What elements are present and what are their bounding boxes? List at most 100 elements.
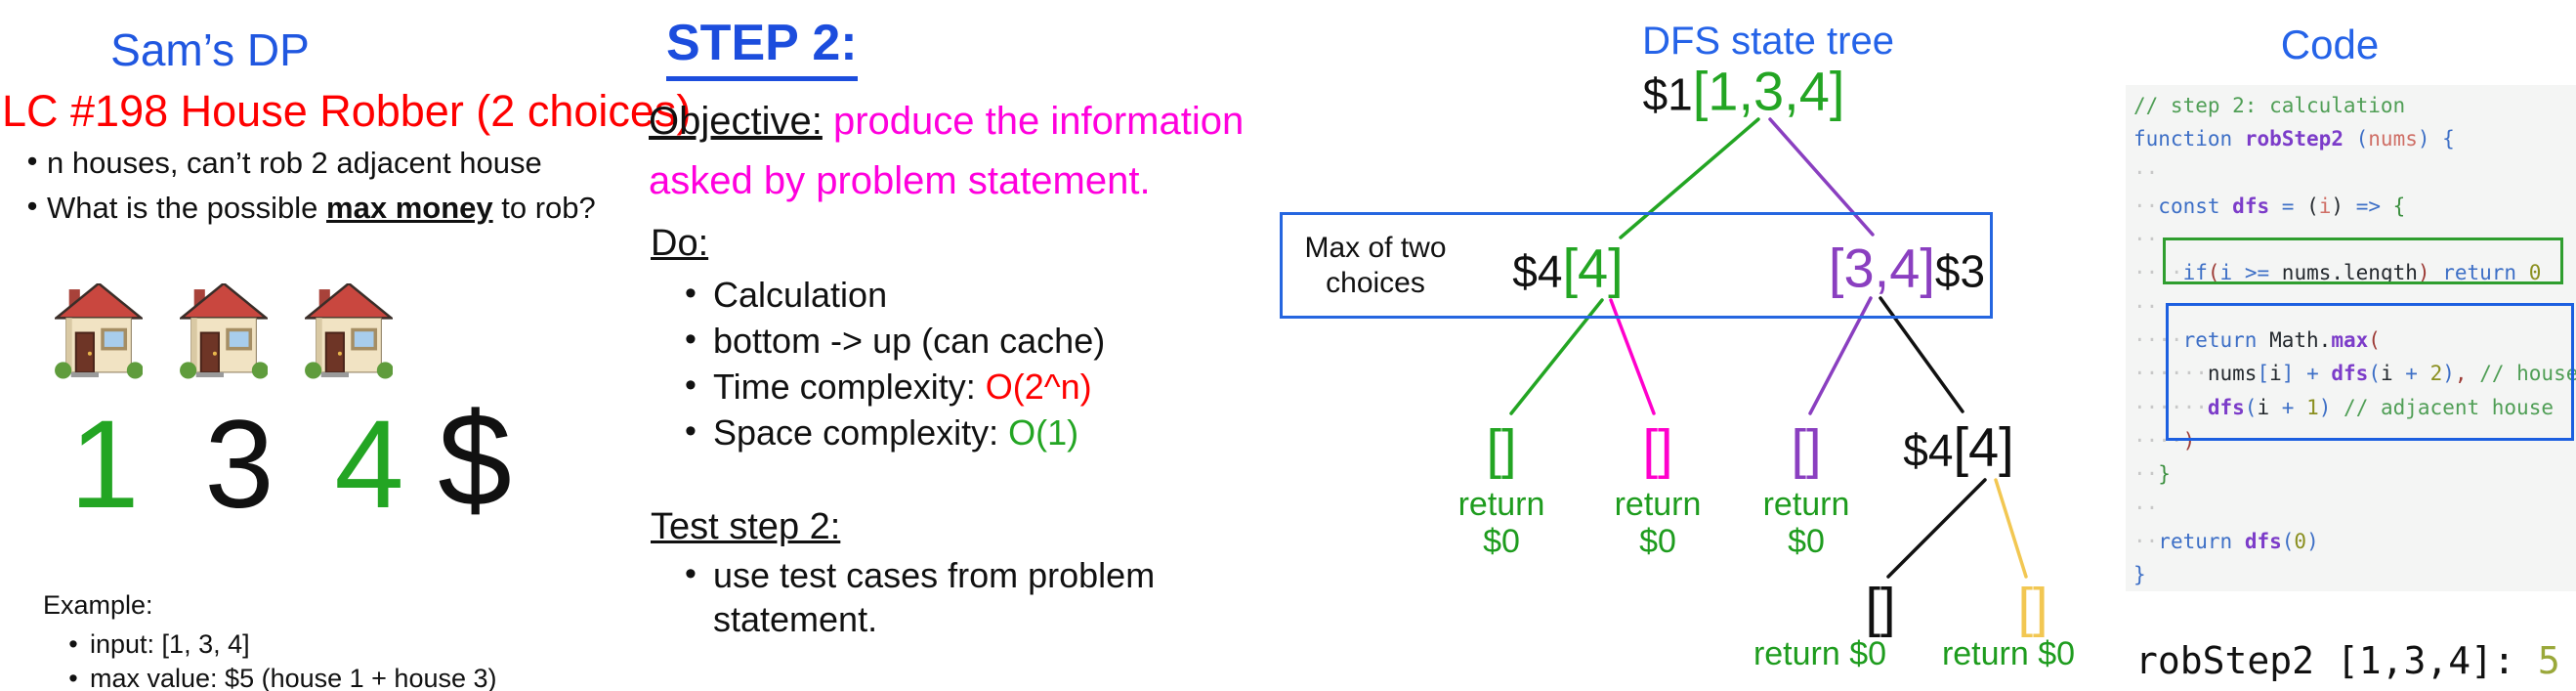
return-label-line: return (1614, 486, 1702, 523)
bullet-dot: • (26, 144, 38, 178)
code-token (2516, 261, 2529, 284)
text-segment: produce the information (822, 100, 1245, 143)
do-item-calculation: Calculation (713, 273, 887, 318)
code-token (2257, 328, 2269, 352)
code-token: ( (2244, 395, 2258, 419)
text-segment: O(2^n) (985, 367, 1092, 407)
code-token: + (2306, 362, 2319, 386)
bullet-dot: • (685, 555, 697, 592)
house-icon (180, 283, 268, 379)
return-label-2: return$0 (1615, 486, 1702, 560)
do-item-space-complexity: Space complexity: O(1) (713, 410, 1078, 455)
code-token: // house (2479, 362, 2576, 386)
code-token (2418, 362, 2430, 385)
code-token (2294, 194, 2306, 218)
code-token: ( (2281, 529, 2295, 553)
code-token: ( (2306, 194, 2319, 218)
tree-node-leaf-empty-5: [] (2017, 576, 2048, 639)
do-item-bottom-up: bottom -> up (can cache) (713, 319, 1105, 364)
code-token (2331, 396, 2344, 419)
code-line-15: } (2133, 558, 2576, 591)
bullet-dot: • (685, 412, 697, 450)
text-segment: bottom -> up (can cache) (713, 321, 1106, 361)
code-token: ( (2207, 261, 2220, 285)
tree-node-leaf-empty-3: [] (1791, 417, 1821, 481)
code-token (2269, 261, 2282, 284)
code-token (2381, 194, 2393, 218)
deck-title: Sam’s DP (110, 24, 310, 75)
box-label-line-2: choices (1326, 267, 1425, 299)
code-token: . (2318, 328, 2332, 353)
tree-node-text: $4 (1903, 424, 1954, 476)
code-token: ·· (2133, 294, 2159, 319)
code-token (2269, 194, 2282, 218)
code-token (2232, 530, 2245, 553)
tree-node-text: [4] (1953, 415, 2014, 478)
code-token (2294, 362, 2306, 385)
code-token: ( (2355, 127, 2369, 151)
code-token: i (2257, 395, 2270, 419)
code-token: 1 (2306, 395, 2319, 419)
result-label: robStep2 [1,3,4]: (2135, 639, 2538, 682)
return-label-line: $0 (1788, 523, 1825, 560)
code-token: , (2454, 362, 2468, 386)
code-token: return (2158, 529, 2233, 553)
tree-edge-yellow (1994, 478, 2028, 579)
code-token: ) (2318, 395, 2332, 419)
tree-node-text: [4] (1562, 237, 1624, 299)
house-icon (305, 283, 393, 379)
house-value-1: 1 (69, 395, 140, 535)
code-title: Code (2280, 22, 2380, 67)
tree-node-node-rob-house3: $4 [4] (1903, 415, 2013, 479)
code-line-1: // step 2: calculation (2133, 89, 2576, 122)
code-token: nums.length (2281, 261, 2418, 285)
code-line-6: ····if(i >= nums.length) return 0 (2133, 256, 2576, 289)
code-token: => (2355, 194, 2381, 218)
code-token: return (2182, 328, 2258, 353)
bullet-dot: • (685, 275, 697, 312)
code-token (2319, 362, 2332, 385)
run-result: robStep2 [1,3,4]: 5 (2135, 639, 2560, 682)
code-line-8: ····return Math.max( (2133, 324, 2576, 357)
code-token: 0 (2528, 261, 2542, 285)
test-step2-heading: Test step 2: (651, 506, 841, 547)
text-segment: Time complexity: (713, 367, 986, 407)
code-token (2393, 362, 2406, 385)
code-line-12: ··} (2133, 457, 2576, 491)
bullet-dot: • (685, 367, 697, 404)
house-value-4: $ (438, 385, 512, 534)
max-of-two-choices-box (1280, 212, 1993, 319)
tree-node-text: $3 (1934, 245, 1986, 297)
problem-bullet-1: n houses, can’t rob 2 adjacent house (47, 146, 542, 180)
text-segment: Space complexity: (713, 412, 1009, 453)
bullet-dot: • (685, 321, 697, 358)
problem-bullet-2: What is the possible max money to rob? (47, 189, 596, 228)
tree-node-text: [] (1791, 417, 1822, 480)
bullet-dot: • (68, 664, 78, 691)
code-token: nums (2368, 127, 2418, 151)
code-line-11: ····) (2133, 424, 2576, 457)
code-token: i (2318, 194, 2332, 218)
code-token: >= (2244, 261, 2270, 285)
house-value-2: 3 (204, 395, 274, 535)
code-token: { (2392, 194, 2406, 218)
do-heading: Do: (651, 223, 709, 264)
code-token: ·· (2133, 194, 2159, 218)
text-segment: max money (326, 191, 493, 225)
code-token: ) (2331, 194, 2344, 218)
code-token: 2 (2429, 362, 2443, 386)
code-token: dfs (2207, 395, 2245, 419)
return-label-line: return $0 (1941, 635, 2076, 672)
return-label-line: return (1457, 486, 1545, 523)
code-token: ···· (2133, 428, 2183, 453)
code-token: ·· (2133, 160, 2159, 185)
code-token: ······ (2133, 362, 2208, 386)
text-segment: Calculation (713, 275, 888, 315)
code-token: function (2133, 127, 2233, 151)
return-label-4: return $0 (1753, 635, 1886, 672)
code-token: ( (2368, 362, 2381, 386)
code-token: ) (2182, 428, 2196, 453)
code-line-3: ·· (2133, 156, 2576, 190)
text-segment: O(1) (1008, 412, 1079, 453)
